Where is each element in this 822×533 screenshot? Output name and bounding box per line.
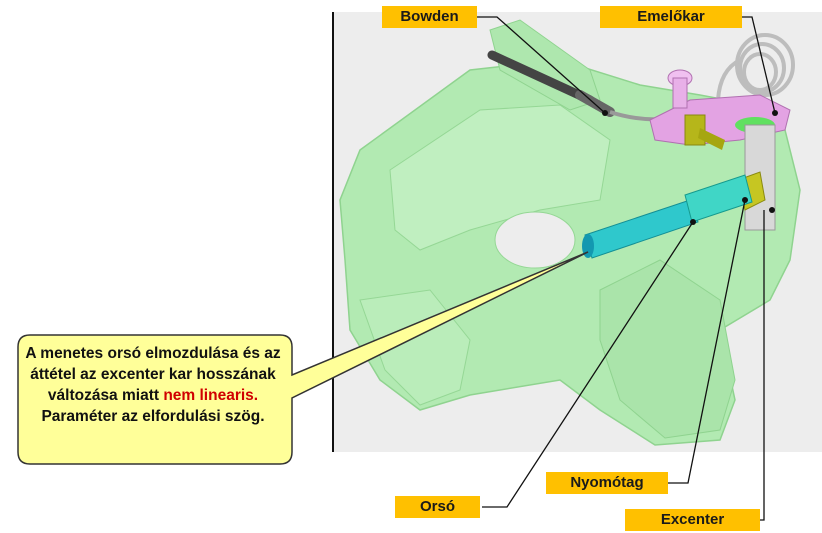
callout-text-main: A menetes orsó elmozdulása és az áttétel… xyxy=(25,345,281,404)
callout-bubble xyxy=(17,251,589,465)
caliper-body xyxy=(339,19,801,446)
leader-dot-orso xyxy=(690,219,696,225)
leader-dot-bowden xyxy=(602,110,608,116)
leader-dot-emelokar xyxy=(772,110,778,116)
label-excenter: Excenter xyxy=(625,509,760,531)
threaded-spindle xyxy=(582,174,753,259)
callout-highlight: nem linearis. xyxy=(163,387,259,404)
label-bowden: Bowden xyxy=(382,6,477,28)
label-orso: Orsó xyxy=(395,496,480,518)
callout-text: A menetes orsó elmozdulása és az áttétel… xyxy=(20,343,286,427)
leader-dot-excenter xyxy=(769,207,775,213)
callout-text-end: Paraméter az elfordulási szög. xyxy=(41,408,265,425)
label-nyomotag: Nyomótag xyxy=(546,472,668,494)
return-spring xyxy=(716,33,795,101)
leader-dot-nyomotag xyxy=(742,197,748,203)
leader-lines xyxy=(477,16,776,521)
label-emelokar: Emelőkar xyxy=(600,6,742,28)
